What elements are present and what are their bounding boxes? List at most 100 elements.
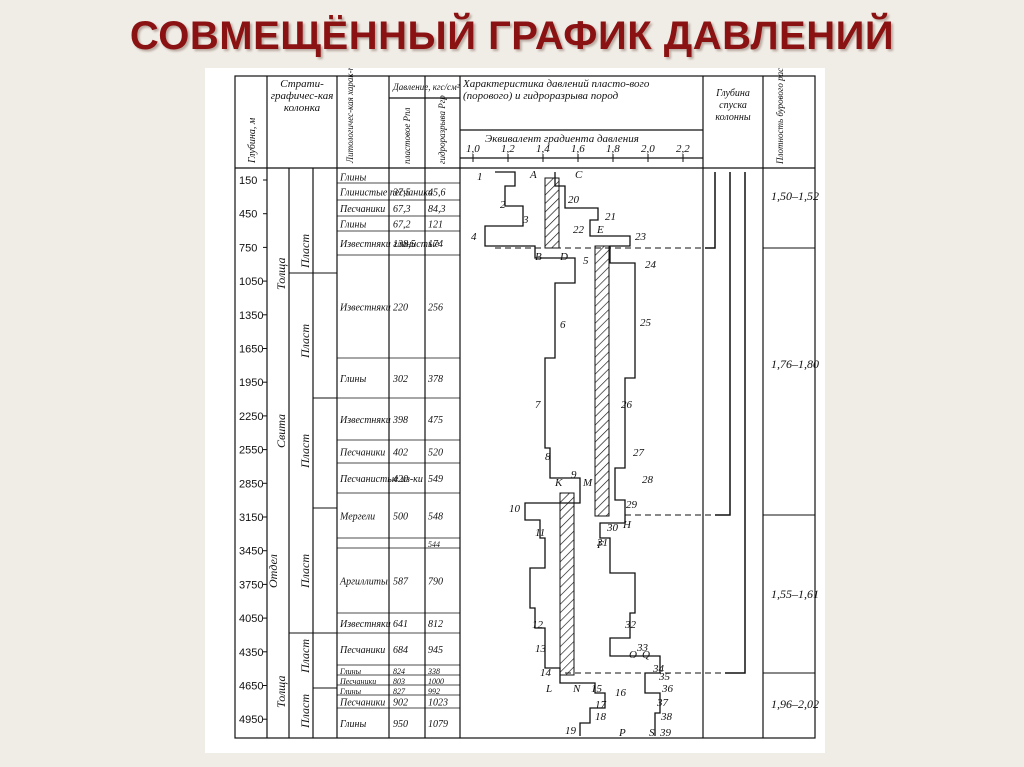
callout-label: 1 bbox=[477, 171, 483, 183]
litho-pgr: 378 bbox=[427, 374, 443, 385]
header-pgr: гидроразрыва Pгр bbox=[437, 95, 447, 164]
callout-label: 18 bbox=[595, 711, 607, 723]
litho-name: Песчаники bbox=[339, 448, 385, 459]
strat-dividers bbox=[289, 272, 337, 689]
litho-pgr: 256 bbox=[428, 303, 443, 314]
density-value: 1,76–1,80 bbox=[771, 357, 819, 371]
point-letter: O bbox=[629, 649, 637, 661]
callout-label: 2 bbox=[500, 199, 506, 211]
callout-label: 10 bbox=[509, 503, 521, 515]
litho-name: Глины bbox=[339, 173, 366, 184]
litho-name: Глины bbox=[339, 374, 366, 385]
hatched-column-2 bbox=[594, 245, 610, 517]
depth-label: 4350 bbox=[239, 647, 263, 659]
tick-label: 1,8 bbox=[606, 143, 620, 155]
strat-otdel: Отдел bbox=[266, 554, 280, 588]
litho-pgr: 338 bbox=[427, 667, 440, 676]
casing-line-3 bbox=[725, 172, 746, 674]
strat-svita: Свита bbox=[274, 414, 288, 448]
callout-label: 15 bbox=[591, 683, 603, 695]
litho-ppl: 824 bbox=[393, 667, 405, 676]
depth-label: 3450 bbox=[239, 546, 263, 558]
litho-name: Глины bbox=[339, 719, 366, 730]
strat-column: Толща Пласт Свита Отдел Пласт Пласт Плас… bbox=[266, 234, 312, 729]
callout-label: 29 bbox=[626, 499, 638, 511]
header-casing-box: Глубина спуска колонны bbox=[715, 88, 751, 123]
tick-label: 2,0 bbox=[641, 143, 655, 155]
callout-label: 26 bbox=[621, 399, 633, 411]
callout-label: 3 bbox=[522, 214, 529, 226]
litho-ppl: 220 bbox=[393, 303, 408, 314]
callout-label: 36 bbox=[661, 683, 674, 695]
depth-label: 4650 bbox=[239, 681, 263, 693]
point-letter: L bbox=[545, 683, 552, 695]
strat-plast-3: Пласт bbox=[298, 434, 312, 469]
point-letter: M bbox=[582, 477, 593, 489]
point-letter: H bbox=[622, 519, 632, 531]
litho-name: Известняки глинистые bbox=[339, 239, 440, 250]
litho-ppl: 67,2 bbox=[393, 220, 411, 231]
header-casing: Глубина спуска колонны bbox=[715, 88, 751, 123]
tick-label: 1,6 bbox=[571, 143, 585, 155]
point-letter: K bbox=[554, 477, 563, 489]
depth-label: 2850 bbox=[239, 478, 263, 490]
callout-label: 8 bbox=[545, 451, 551, 463]
pressure-chart-svg: 1,0 1,2 1,4 1,6 1,8 2,0 2,2 Глубина, м С… bbox=[234, 68, 819, 739]
frac-pressure-line bbox=[554, 172, 661, 736]
depth-label: 2550 bbox=[239, 445, 263, 457]
table-grid bbox=[234, 75, 816, 739]
litho-pgr: 548 bbox=[428, 512, 443, 523]
depth-label: 1350 bbox=[239, 310, 263, 322]
callout-label: 19 bbox=[565, 725, 577, 737]
callout-label: 11 bbox=[535, 527, 545, 539]
callout-label: 5 bbox=[583, 255, 589, 267]
callout-label: 33 bbox=[636, 642, 649, 654]
point-letter: E bbox=[596, 224, 604, 236]
litho-name: Мергели bbox=[339, 512, 375, 523]
tick-label: 2,2 bbox=[676, 143, 690, 155]
callout-label: 24 bbox=[645, 259, 657, 271]
litho-pgr: 84,3 bbox=[428, 204, 446, 215]
header-gradient: Эквивалент градиента давления bbox=[485, 133, 639, 145]
litho-name: Песчаники bbox=[339, 645, 385, 656]
pore-pressure-line bbox=[484, 171, 606, 736]
strat-plast-1: Пласт bbox=[298, 234, 312, 269]
litho-pgr: 1000 bbox=[428, 677, 444, 686]
header-ppl: пластовое Pпл bbox=[402, 107, 412, 164]
casing-line-2 bbox=[715, 172, 731, 516]
gradient-axis bbox=[472, 154, 685, 162]
litho-name: Известняки bbox=[339, 619, 391, 630]
litho-pgr: 121 bbox=[428, 220, 443, 231]
litho-name: Песчанистые из-ки bbox=[339, 474, 423, 485]
litho-ppl: 37,5 bbox=[392, 188, 411, 199]
litho-pgr: 812 bbox=[428, 619, 443, 630]
callout-label: 34 bbox=[652, 663, 665, 675]
depth-label: 1050 bbox=[239, 276, 263, 288]
litho-pgr: 945 bbox=[428, 645, 443, 656]
litho-ppl: 803 bbox=[393, 677, 405, 686]
density-values: 1,50–1,52 1,76–1,80 1,55–1,61 1,96–2,02 bbox=[771, 189, 819, 711]
header-pressure: Давление, кгс/см² bbox=[392, 82, 460, 92]
callout-label: 7 bbox=[535, 399, 541, 411]
litho-ppl: 641 bbox=[393, 619, 408, 630]
litho-ppl: 587 bbox=[393, 577, 409, 588]
litho-pgr: 544 bbox=[428, 540, 440, 549]
callout-label: 22 bbox=[573, 224, 585, 236]
depth-label: 4950 bbox=[239, 714, 263, 726]
depth-label: 150 bbox=[239, 175, 257, 187]
pressure-chart-sheet: 1,0 1,2 1,4 1,6 1,8 2,0 2,2 Глубина, м С… bbox=[205, 68, 825, 753]
callout-label: 30 bbox=[606, 522, 619, 534]
depth-label: 3750 bbox=[239, 579, 263, 591]
casing-line-1 bbox=[705, 172, 716, 249]
callout-label: 21 bbox=[605, 211, 616, 223]
litho-pgr: 992 bbox=[428, 687, 440, 696]
callout-label: 25 bbox=[640, 317, 652, 329]
litho-ppl: 398 bbox=[392, 415, 408, 426]
litho-pgr: 475 bbox=[428, 415, 443, 426]
strat-tolscha-bottom: Толща bbox=[274, 675, 288, 708]
litho-ppl: 950 bbox=[393, 719, 408, 730]
depth-scale: 1504507501050135016501950225025502850315… bbox=[239, 175, 267, 726]
hatched-column-1 bbox=[544, 177, 560, 249]
density-value: 1,55–1,61 bbox=[771, 587, 819, 601]
header-characteristics: Характеристика давлений пласто-вого (пор… bbox=[463, 78, 650, 102]
